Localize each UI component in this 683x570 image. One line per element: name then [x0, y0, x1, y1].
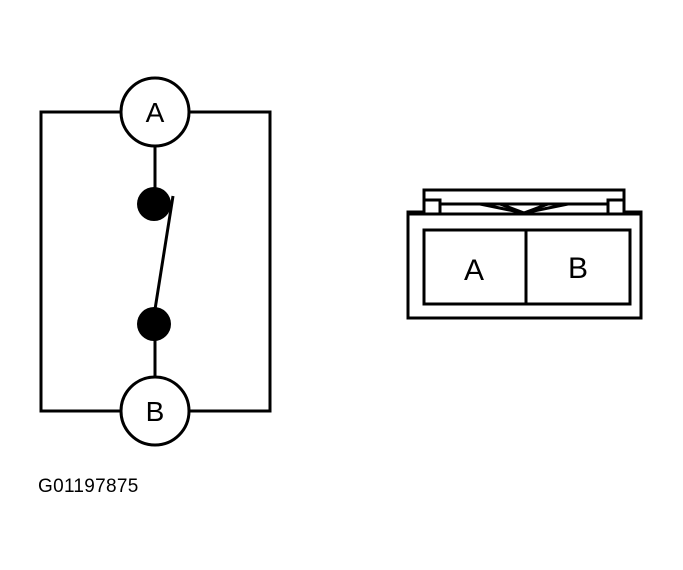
- schematic-loop-wire-right: [190, 110, 272, 413]
- contact-bottom: [137, 307, 171, 341]
- terminal-b: B: [119, 375, 191, 447]
- connector-latch-outer: [406, 188, 643, 318]
- schematic-loop-wire: [39, 110, 121, 413]
- connector-pin-a-label: A: [464, 254, 484, 287]
- connector-pin-b-label: B: [568, 252, 588, 285]
- switch-schematic: A B: [39, 76, 272, 447]
- contact-top: [137, 187, 171, 221]
- connector-face: A B: [406, 188, 643, 320]
- figure-reference-code: G01197875: [38, 476, 139, 497]
- terminal-b-label: B: [146, 396, 165, 427]
- terminal-a: A: [119, 76, 191, 148]
- connector-pin-cavity-b: [524, 228, 632, 306]
- switch-blade: [151, 195, 175, 323]
- terminal-a-label: A: [146, 97, 165, 128]
